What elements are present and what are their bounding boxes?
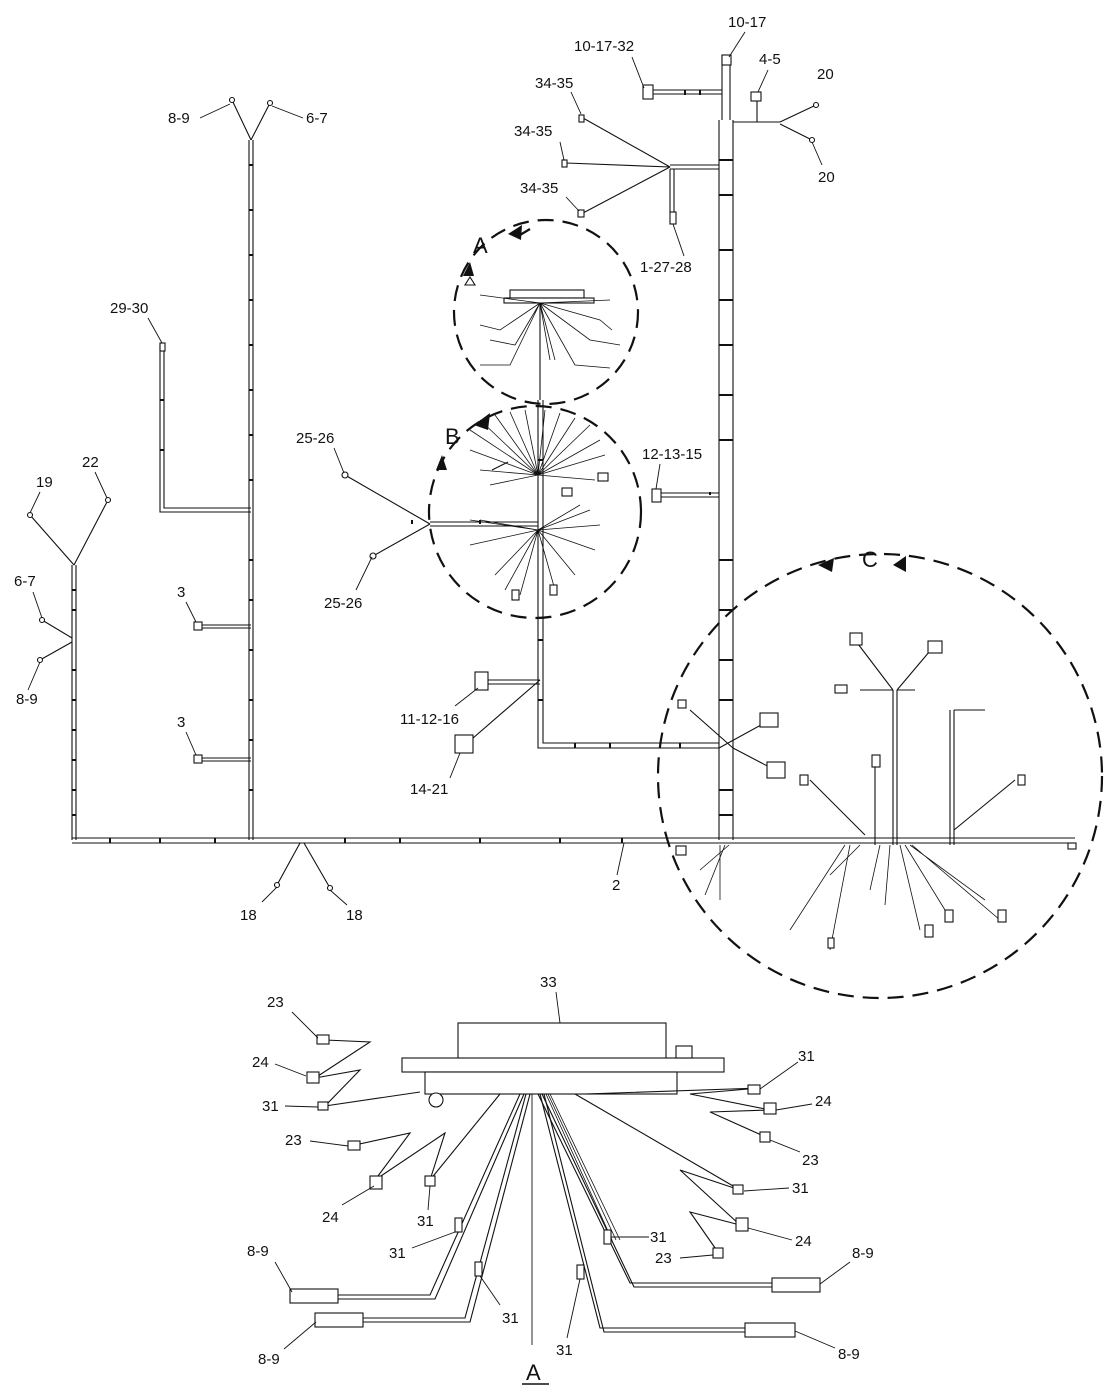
- label-20-bottom: 20: [818, 169, 835, 186]
- label-12-13-15: 12-13-15: [642, 446, 702, 463]
- label-8-9-b: 8-9: [258, 1351, 280, 1368]
- connectors: [26, 54, 820, 892]
- detail-circle-b: [427, 404, 643, 620]
- label-10-17: 10-17: [728, 14, 766, 31]
- label-8-9-r1: 8-9: [852, 1245, 874, 1262]
- label-23-b: 23: [285, 1132, 302, 1149]
- label-19: 19: [36, 474, 53, 491]
- label-25-26-bottom: 25-26: [324, 595, 362, 612]
- label-34-35-a: 34-35: [535, 75, 573, 92]
- label-31-a: 31: [262, 1098, 279, 1115]
- label-24-a: 24: [252, 1054, 269, 1071]
- detail-circle-c: [656, 552, 1104, 1000]
- label-18-left: 18: [240, 907, 257, 924]
- label-8-9-a: 8-9: [247, 1243, 269, 1260]
- label-8-9-r2: 8-9: [838, 1346, 860, 1363]
- label-23-a: 23: [267, 994, 284, 1011]
- ecu-module-flange: [401, 1057, 725, 1073]
- ecu-module-top: [457, 1022, 667, 1062]
- label-31-r1: 31: [798, 1048, 815, 1065]
- label-3-top: 3: [177, 584, 185, 601]
- label-3-bottom: 3: [177, 714, 185, 731]
- label-25-26-top: 25-26: [296, 430, 334, 447]
- ecu-module-base: [424, 1071, 678, 1095]
- label-6-7-left: 6-7: [14, 573, 36, 590]
- label-23-r1: 23: [802, 1152, 819, 1169]
- label-31-b: 31: [417, 1213, 434, 1230]
- label-24-r1: 24: [815, 1093, 832, 1110]
- view-a-labels: 33 23 24 31 23 24 31 31 8-9 8-9 31 31 31…: [247, 974, 874, 1385]
- callout-arrow-c: [818, 558, 834, 572]
- bundle-ties: [72, 90, 733, 843]
- callout-arrow-a2: [463, 262, 474, 276]
- label-23-r2: 23: [655, 1250, 672, 1267]
- label-11-12-16: 11-12-16: [400, 711, 459, 728]
- label-34-35-b: 34-35: [514, 123, 552, 140]
- label-8-9-left: 8-9: [16, 691, 38, 708]
- label-24-b: 24: [322, 1209, 339, 1226]
- label-1-27-28: 1-27-28: [640, 259, 692, 276]
- callout-arrow-b: [474, 413, 490, 430]
- label-31-e: 31: [556, 1342, 573, 1359]
- callout-arrow-c2: [893, 556, 906, 572]
- label-34-35-c: 34-35: [520, 180, 558, 197]
- label-6-7-top: 6-7: [306, 110, 328, 127]
- label-10-17-32: 10-17-32: [574, 38, 634, 55]
- label-18-right: 18: [346, 907, 363, 924]
- callout-label-b: B: [445, 424, 460, 449]
- callout-label-a: A: [473, 233, 488, 258]
- view-a-title: A: [526, 1360, 541, 1385]
- label-20-top: 20: [817, 66, 834, 83]
- part-labels: 10-17 10-17-32 4-5 20 20 34-35 34-35 34-…: [14, 14, 835, 924]
- label-2: 2: [612, 877, 620, 894]
- label-22: 22: [82, 454, 99, 471]
- view-a-detail: [289, 1022, 821, 1345]
- callout-arrow-b2: [436, 455, 447, 470]
- label-31-r2: 31: [792, 1180, 809, 1197]
- label-14-21: 14-21: [410, 781, 448, 798]
- label-24-r2: 24: [795, 1233, 812, 1250]
- label-8-9-top: 8-9: [168, 110, 190, 127]
- label-31-r3: 31: [650, 1229, 667, 1246]
- label-29-30: 29-30: [110, 300, 148, 317]
- label-4-5: 4-5: [759, 51, 781, 68]
- label-31-c: 31: [389, 1245, 406, 1262]
- callout-arrow-a: [508, 225, 522, 240]
- callout-label-c: C: [862, 547, 878, 572]
- label-31-d: 31: [502, 1310, 519, 1327]
- label-33: 33: [540, 974, 557, 991]
